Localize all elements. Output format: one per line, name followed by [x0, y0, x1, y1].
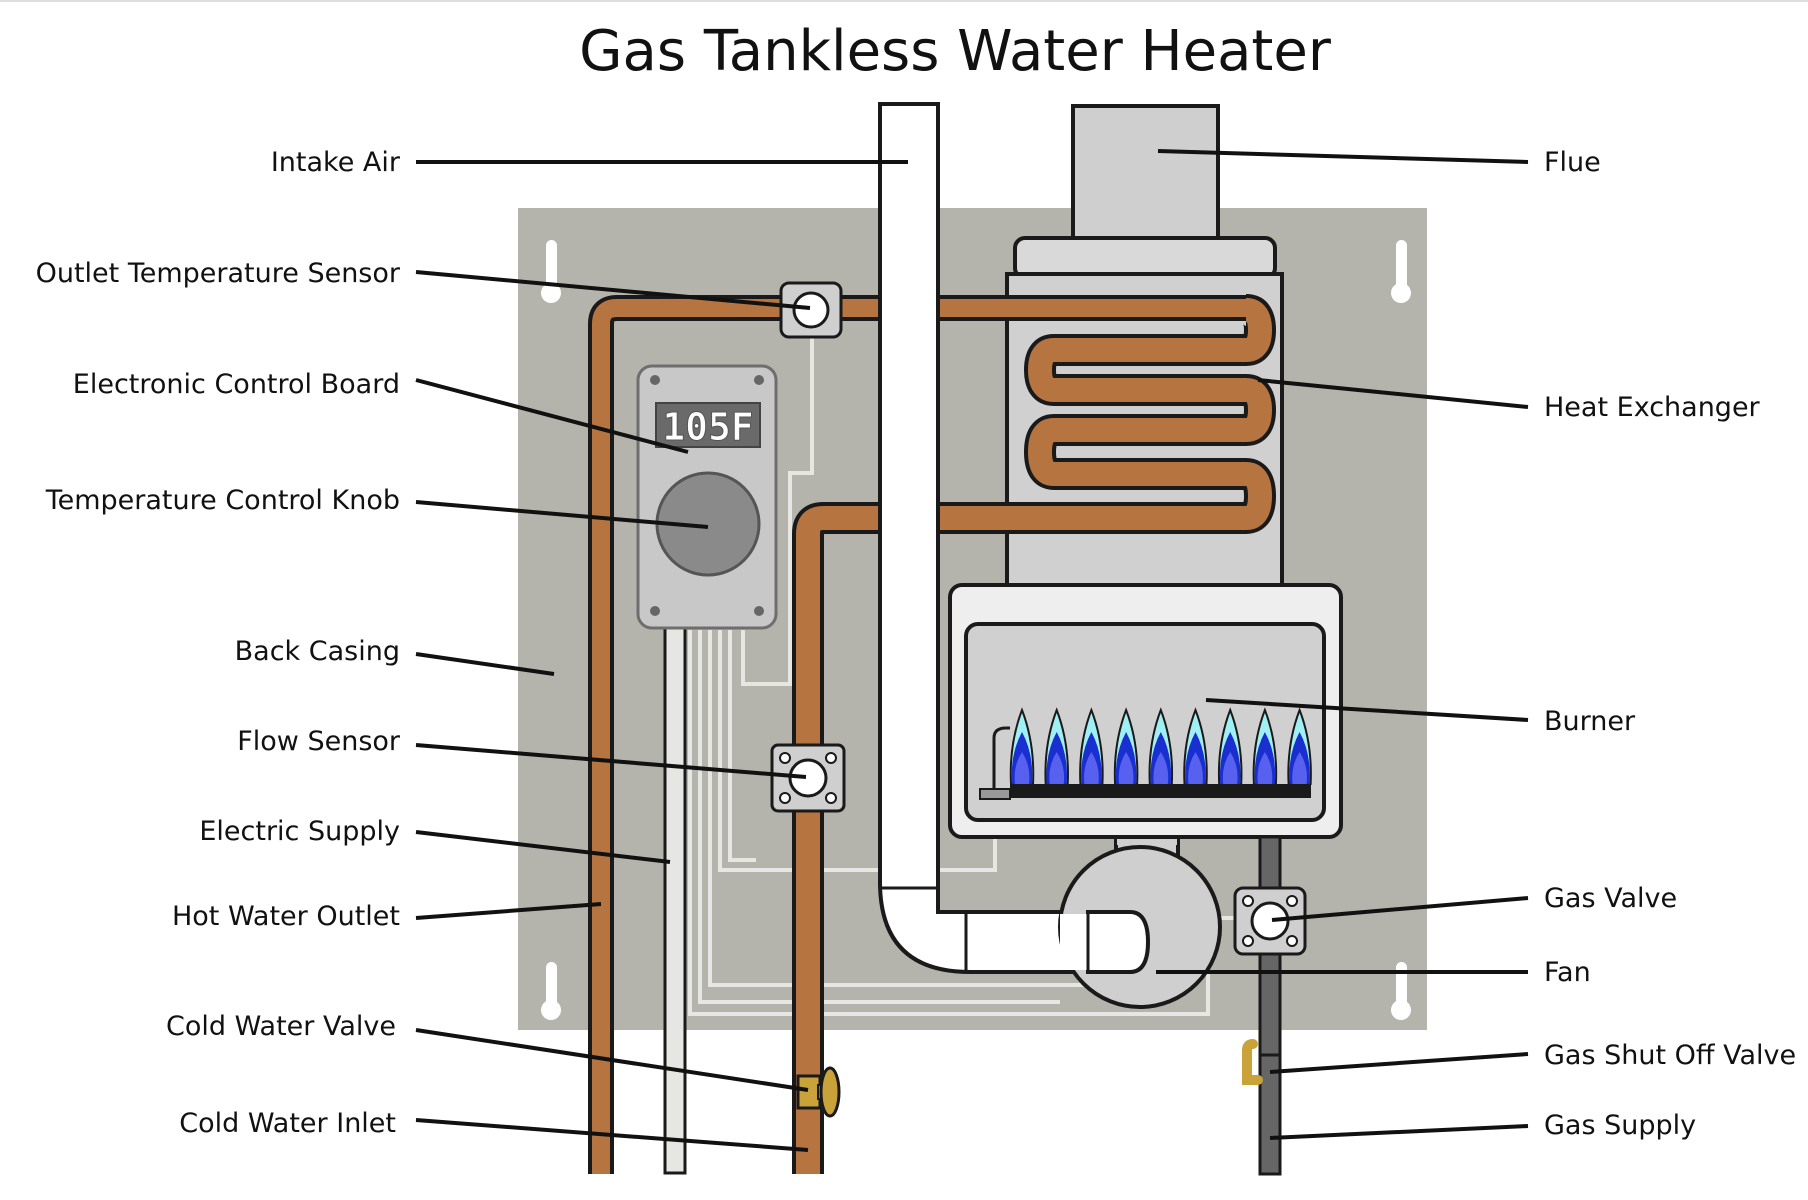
left-labels: Intake Air Outlet Temperature Sensor Ele… [36, 147, 401, 1139]
label-flow-sensor: Flow Sensor [237, 726, 401, 757]
diagram-title: Gas Tankless Water Heater [579, 19, 1332, 84]
label-cold-water-inlet: Cold Water Inlet [179, 1108, 396, 1139]
label-cold-water-valve: Cold Water Valve [166, 1011, 396, 1042]
burner-flame [1113, 707, 1139, 785]
electronic-control-board: 105F [636, 364, 778, 630]
heat-exchanger-coil [792, 294, 1276, 1174]
label-electric-supply: Electric Supply [199, 816, 400, 847]
leader-temperature-control-knob [415, 500, 709, 529]
label-gas-shut-off-valve: Gas Shut Off Valve [1544, 1040, 1796, 1071]
label-intake-air: Intake Air [271, 147, 401, 178]
burner-flame [1217, 707, 1243, 785]
right-labels: Flue Heat Exchanger Burner Gas Valve Fan… [1544, 147, 1796, 1141]
label-fan: Fan [1544, 957, 1591, 988]
leader-electronic-control-board [415, 378, 689, 454]
burner-box [948, 583, 1343, 839]
label-gas-supply: Gas Supply [1544, 1110, 1696, 1141]
leader-cold-water-valve [415, 1028, 809, 1092]
label-temperature-control-knob: Temperature Control Knob [45, 485, 400, 516]
leader-electric-supply [415, 830, 671, 864]
cold-water-valve[interactable] [796, 1066, 841, 1118]
burner-flame [1287, 707, 1312, 785]
temperature-display-reading: 105F [662, 405, 754, 449]
flue [1071, 104, 1220, 243]
leader-gas-valve [1271, 896, 1529, 922]
label-hot-water-outlet: Hot Water Outlet [172, 901, 400, 932]
leader-heat-exchanger [1257, 378, 1529, 409]
label-back-casing: Back Casing [235, 636, 400, 667]
burner-flame [1183, 707, 1208, 785]
leader-flow-sensor [415, 743, 807, 779]
burner-flame [1252, 707, 1278, 785]
label-gas-valve: Gas Valve [1544, 883, 1677, 914]
fan [1058, 833, 1222, 1009]
outlet-temperature-sensor [779, 281, 843, 339]
burner-flame [1148, 707, 1174, 785]
leader-lines [415, 149, 1529, 1152]
leader-gas-shut-off-valve [1269, 1052, 1529, 1074]
burner-flame [1044, 707, 1069, 785]
leader-outlet-temperature-sensor [415, 270, 811, 310]
leader-cold-water-inlet [415, 1118, 809, 1152]
leader-flue [1157, 149, 1529, 164]
label-heat-exchanger: Heat Exchanger [1544, 392, 1761, 423]
leader-back-casing [415, 652, 555, 676]
flow-sensor [770, 743, 846, 813]
leader-burner [1205, 698, 1529, 722]
control-wires [688, 330, 1272, 1016]
temperature-display [655, 402, 761, 448]
label-flue: Flue [1544, 147, 1601, 178]
gas-shut-off-valve-handle[interactable] [1242, 1039, 1263, 1085]
leader-hot-water-outlet [415, 902, 602, 920]
gas-valve[interactable] [1233, 886, 1307, 956]
burner-flame [1009, 707, 1035, 785]
label-burner: Burner [1544, 706, 1636, 737]
mounting-slots [541, 240, 1411, 1020]
label-electronic-control-board: Electronic Control Board [73, 369, 400, 400]
burner-flame [1079, 707, 1104, 785]
electric-supply-cable [663, 623, 687, 1175]
leader-gas-supply [1269, 1124, 1529, 1140]
label-outlet-temperature-sensor: Outlet Temperature Sensor [36, 258, 401, 289]
burner-flames [1009, 707, 1312, 785]
